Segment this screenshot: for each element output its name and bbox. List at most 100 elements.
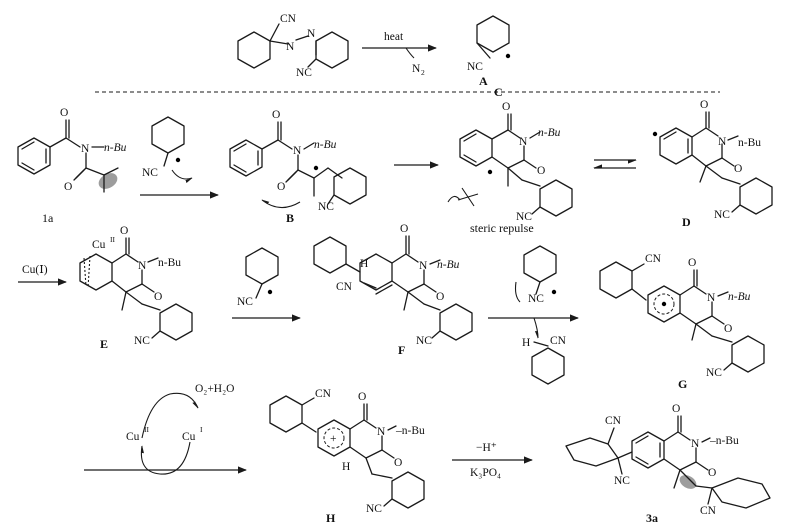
E-n: N (138, 260, 147, 272)
byproduct-h: H (522, 337, 530, 349)
azo-n-2: N (307, 28, 316, 40)
azo-initiator: CN N N NC (237, 13, 349, 79)
F-o-2: O (436, 291, 444, 303)
cu-ii-label: Cu (126, 431, 140, 443)
azo-cn-top: CN (280, 13, 297, 25)
cation-H: CN + H O N –n-Bu O NC H (269, 388, 425, 525)
cu-i-label: Cu(Ⅰ) (22, 264, 48, 276)
n2-label: N (412, 63, 421, 75)
G-cn: CN (645, 253, 662, 265)
C-nc: NC (516, 211, 532, 223)
label-G: G (678, 377, 687, 391)
G-o-2: O (724, 323, 732, 335)
equilibrium-arrows (593, 159, 637, 169)
label-A: A (479, 74, 488, 88)
F-nbu: n-Bu (437, 259, 460, 271)
E-cu: Cu (92, 239, 106, 251)
E-o-2: O (154, 291, 162, 303)
E-o-1: O (120, 225, 128, 237)
label-D: D (682, 215, 691, 229)
G-nbu: n-Bu (728, 291, 751, 303)
intermediate-F: H CN O N n-Bu O NC F (313, 223, 473, 357)
steric-note: steric repulse (470, 221, 534, 235)
E-nc: NC (134, 335, 150, 347)
F-nc: NC (416, 335, 432, 347)
label-1a: 1a (42, 211, 54, 225)
3a-nc-left: NC (614, 475, 630, 487)
copper-redox-cycle: O₂+H₂O Cu II Cu I (126, 383, 234, 475)
initiation-arrow: heat N 2 (362, 31, 437, 77)
label-B: B (286, 211, 294, 225)
D-nbu: n-Bu (738, 137, 761, 149)
label-C: C (494, 85, 503, 99)
radical-A: NC A (467, 15, 511, 88)
hat-radical-A: NC (514, 245, 557, 305)
addend-nc: NC (142, 167, 158, 179)
cu-step-arrow: Cu(Ⅰ) (18, 264, 67, 286)
C-o-1: O (502, 101, 510, 113)
o2-h2o-label: O₂+H₂O (195, 383, 234, 395)
azo-nc-bottom: NC (296, 67, 312, 79)
E-cu-sup: II (110, 235, 115, 244)
G-n: N (707, 292, 716, 304)
G-nc: NC (706, 367, 722, 379)
F-cn: CN (336, 281, 353, 293)
C-o-2: O (537, 165, 545, 177)
deprotonation-arrow: −H⁺ K₃PO₄ (452, 442, 533, 479)
3a-n: N (691, 438, 700, 450)
H-o-2: O (394, 457, 402, 469)
label-F: F (398, 343, 405, 357)
B-nbu: n-Bu (314, 139, 337, 151)
G-o-1: O (688, 257, 696, 269)
substrate-1a: O N n-Bu O 1a (17, 107, 127, 225)
H-o-1: O (358, 391, 366, 403)
radical-C: O N n-Bu O NC C steric repulse (447, 85, 573, 235)
radical-A-reacting: NC (142, 116, 193, 184)
radical-A-second-addition: NC (237, 247, 279, 308)
radical-D: O N n-Bu O NC D (652, 99, 773, 229)
cu-i-sup: I (200, 425, 203, 434)
label-3a: 3a (646, 511, 658, 525)
3a-o-1: O (672, 403, 680, 415)
label-E: E (100, 337, 108, 351)
H-plus: + (330, 433, 337, 445)
A-nc: NC (467, 61, 483, 73)
C-n: N (519, 136, 528, 148)
minus-h-label: −H⁺ (476, 442, 497, 454)
B-n: N (293, 145, 302, 157)
1a-o-1: O (60, 107, 68, 119)
D-o-2: O (734, 163, 742, 175)
D-n: N (718, 136, 727, 148)
3a-cn-bottom: CN (700, 505, 717, 517)
hat-nc: NC (528, 293, 544, 305)
H-n: N (377, 426, 386, 438)
D-nc: NC (714, 209, 730, 221)
addend2-nc: NC (237, 296, 253, 308)
complex-E: Cu II O N n-Bu O NC E (79, 225, 193, 351)
D-o-1: O (700, 99, 708, 111)
H-h: H (342, 461, 350, 473)
byproduct-cyclohexanecarbonitrile: H CN (522, 317, 567, 385)
B-o-2: O (277, 181, 285, 193)
cu-i-cycle-label: Cu (182, 431, 196, 443)
B-o-1: O (272, 109, 280, 121)
label-H: H (326, 511, 336, 525)
F-h: H (360, 258, 368, 270)
C-nbu: n-Bu (538, 127, 561, 139)
heat-label: heat (384, 31, 404, 43)
1a-o-2: O (64, 181, 72, 193)
cu-ii-sup: II (144, 425, 149, 434)
byproduct-cn: CN (550, 335, 567, 347)
E-nbu: n-Bu (158, 257, 181, 269)
3a-o-2: O (708, 467, 716, 479)
F-n: N (419, 260, 428, 272)
B-nc: NC (318, 201, 334, 213)
n2-subscript: 2 (421, 68, 425, 77)
1a-nbu: n-Bu (104, 142, 127, 154)
1a-n: N (81, 143, 90, 155)
3a-nbu: –n-Bu (709, 435, 739, 447)
F-o-1: O (400, 223, 408, 235)
azo-n-1: N (286, 41, 295, 53)
product-3a: CN NC CN O N –n-Bu O 3a (565, 403, 771, 525)
H-cn: CN (315, 388, 332, 400)
